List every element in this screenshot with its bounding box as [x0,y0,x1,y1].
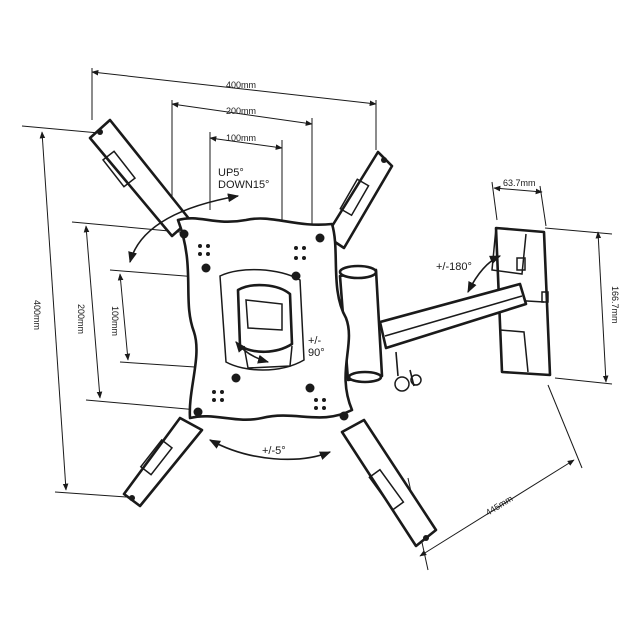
labels: 400mm 200mm 100mm 400mm 200mm 100mm 63.7… [32,80,620,518]
label-level: +/-5° [262,445,286,457]
tilt-arrow [128,193,240,264]
leg-bottom-left [122,416,204,508]
mounting-plate [176,216,354,422]
dim-100-left [117,273,131,361]
label-rotation-2: 90° [308,347,325,359]
dim-100-top [209,136,283,150]
dim-166-7 [595,231,609,383]
leg-bottom-right [340,418,438,548]
label-100-left: 100mm [110,306,120,336]
label-100-top: 100mm [226,133,256,143]
dimension-lines [21,68,613,571]
label-rotation-1: +/- [308,335,321,347]
swivel-arrow [467,255,502,294]
label-200-left: 200mm [76,304,86,334]
label-166-7: 166.7mm [610,286,620,324]
label-400-top: 400mm [226,80,256,90]
motion-arrows [128,193,502,461]
dim-63-7 [493,185,543,195]
label-63-7: 63.7mm [503,178,536,188]
dim-200-left [83,225,103,399]
rotation-arrow [235,341,270,364]
label-200-top: 200mm [226,106,256,116]
leg-top-right [324,150,394,250]
label-tilt-down: DOWN15° [218,179,269,191]
level-arrow [209,439,332,461]
label-tilt-up: UP5° [218,167,244,179]
label-400-left: 400mm [32,300,42,330]
label-swivel: +/-180° [436,261,472,273]
dim-200-top [171,102,313,126]
label-445: 445mm [484,493,515,517]
dim-400-top [91,69,377,107]
dim-400-left [39,131,69,491]
leg-top-left [88,118,192,238]
dim-445 [419,459,575,557]
